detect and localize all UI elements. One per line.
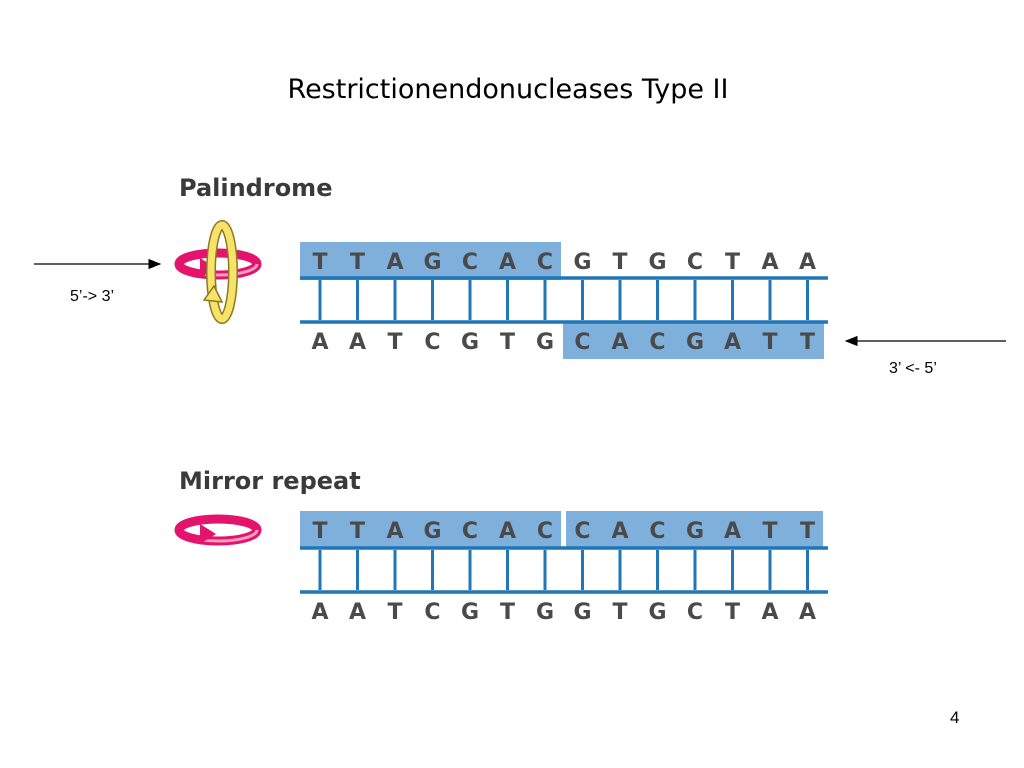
palindrome-top-base-2: T [350,250,365,275]
mirror-bottom-base-1: A [311,600,328,625]
mirror-bottom-base-12: T [725,600,740,625]
palindrome-bottom-base-11: G [686,330,704,355]
palindrome-bottom-base-1: A [311,330,328,355]
palindrome-top-base-12: T [725,250,740,275]
palindrome-bottom-base-3: T [387,330,402,355]
palindrome-bottom-base-5: G [461,330,479,355]
mirror-bottom-base-13: A [761,600,778,625]
palindrome-top-base-6: A [499,250,516,275]
palindrome-bottom-base-12: A [724,330,741,355]
mirror-base-pairs [318,550,809,590]
mirror-top-base-3: A [386,519,403,544]
mirror-top-base-9: A [611,519,628,544]
mirror-top-base-1: T [312,519,327,544]
palindrome-top-base-9: T [612,250,627,275]
palindrome-top-base-7: C [537,250,553,275]
palindrome-top-base-11: C [687,250,703,275]
mirror-top-base-7: C [537,519,553,544]
mirror-rotation-arrow-icon [174,514,262,546]
palindrome-bottom-base-6: T [500,330,515,355]
palindrome-bottom-box [563,321,824,359]
palindrome-bottom-base-14: T [800,330,815,355]
flip-arrow-icon [202,220,238,324]
palindrome-top-box [300,242,561,280]
mirror-bottom-base-5: G [461,600,479,625]
page-number: 4 [950,708,960,727]
mirror-repeat-label: Mirror repeat [179,467,361,495]
mirror-top-base-4: G [423,519,441,544]
palindrome-bottom-base-9: A [611,330,628,355]
palindrome-top-base-3: A [386,250,403,275]
slide-title: Restrictionendonucleases Type II [287,74,729,105]
direction-label-3-to-5: 3’ <- 5’ [889,360,937,377]
rotation-arrow-icon [174,248,262,280]
mirror-bottom-base-10: G [648,600,666,625]
palindrome-label: Palindrome [179,174,333,202]
mirror-top-base-11: G [686,519,704,544]
palindrome-top-base-5: C [462,250,478,275]
mirror-bottom-base-14: A [799,600,816,625]
palindrome-bottom-base-4: C [424,330,440,355]
mirror-top-left-box [300,511,561,549]
mirror-top-base-13: T [762,519,777,544]
mirror-bottom-base-4: C [424,600,440,625]
palindrome-top-base-1: T [312,250,327,275]
mirror-top-right-box [566,511,823,549]
palindrome-base-pairs [318,280,809,320]
mirror-bottom-base-7: G [536,600,554,625]
mirror-top-base-12: A [724,519,741,544]
mirror-top-base-2: T [350,519,365,544]
palindrome-bottom-base-7: G [536,330,554,355]
palindrome-top-base-8: G [573,250,591,275]
mirror-bottom-base-9: T [612,600,627,625]
palindrome-top-base-10: G [648,250,666,275]
palindrome-bottom-base-8: C [574,330,590,355]
palindrome-top-base-13: A [761,250,778,275]
palindrome-bottom-base-2: A [349,330,366,355]
palindrome-top-base-14: A [799,250,816,275]
palindrome-top-base-4: G [423,250,441,275]
mirror-bottom-base-2: A [349,600,366,625]
mirror-bottom-base-8: G [573,600,591,625]
mirror-bottom-base-11: C [687,600,703,625]
mirror-top-base-6: A [499,519,516,544]
palindrome-bottom-base-10: C [649,330,665,355]
mirror-bottom-base-6: T [500,600,515,625]
mirror-top-base-5: C [462,519,478,544]
mirror-top-base-10: C [649,519,665,544]
direction-label-5-to-3: 5’-> 3’ [70,288,115,305]
mirror-top-base-8: C [574,519,590,544]
mirror-bottom-base-3: T [387,600,402,625]
palindrome-bottom-base-13: T [762,330,777,355]
mirror-top-base-14: T [800,519,815,544]
